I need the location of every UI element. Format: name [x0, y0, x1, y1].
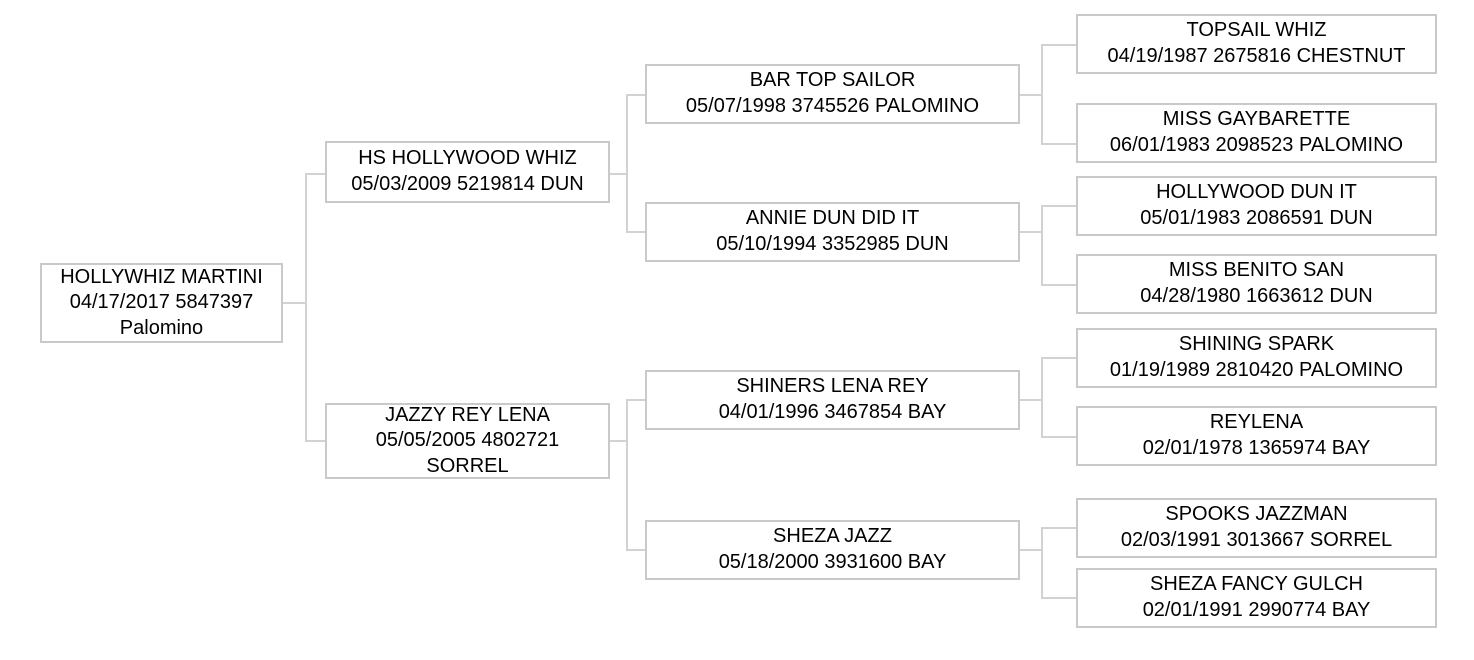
node-ds-dam[interactable]: REYLENA 02/01/1978 1365974 BAY — [1076, 406, 1437, 466]
connector-dd-stub — [1019, 549, 1041, 551]
node-sd-sire-name: HOLLYWOOD DUN IT — [1156, 181, 1357, 204]
node-sd-dam-name: MISS BENITO SAN — [1168, 259, 1345, 282]
node-dam-dam-name: SHEZA JAZZ — [773, 525, 892, 548]
node-ss-dam-detail: 06/01/1983 2098523 PALOMINO — [1109, 134, 1404, 156]
node-ds-sire-name: SHINING SPARK — [1178, 333, 1335, 356]
node-ds-sire[interactable]: SHINING SPARK 01/19/1989 2810420 PALOMIN… — [1076, 328, 1437, 388]
connector-dd-spine — [1041, 527, 1043, 597]
node-dam-name: JAZZY REY LENA — [385, 403, 550, 426]
connector-root-stub — [283, 302, 305, 304]
connector-ds-to-sire — [1041, 357, 1076, 359]
connector-root-to-dam — [305, 440, 325, 442]
connector-sire-to-ss — [626, 94, 645, 96]
node-sire-sire-name: BAR TOP SAILOR — [749, 69, 916, 92]
node-root[interactable]: HOLLYWHIZ MARTINI 04/17/2017 5847397 Pal… — [40, 263, 283, 343]
node-sire-name: HS HOLLYWOOD WHIZ — [358, 147, 577, 170]
node-dam-dam[interactable]: SHEZA JAZZ 05/18/2000 3931600 BAY — [645, 520, 1020, 580]
node-sd-sire[interactable]: HOLLYWOOD DUN IT 05/01/1983 2086591 DUN — [1076, 176, 1437, 236]
node-dd-dam[interactable]: SHEZA FANCY GULCH 02/01/1991 2990774 BAY — [1076, 568, 1437, 628]
node-ss-sire-detail: 04/19/1987 2675816 CHESTNUT — [1107, 45, 1406, 67]
node-dam-sire-name: SHINERS LENA REY — [736, 375, 929, 398]
node-sire-sire[interactable]: BAR TOP SAILOR 05/07/1998 3745526 PALOMI… — [645, 64, 1020, 124]
connector-ss-to-sire — [1041, 44, 1076, 46]
connector-root-to-sire — [305, 173, 325, 175]
node-root-color: Palomino — [119, 316, 204, 339]
connector-dam-to-dd — [626, 549, 645, 551]
connector-root-spine — [305, 173, 307, 441]
node-ss-dam-name: MISS GAYBARETTE — [1162, 108, 1351, 131]
node-root-detail: 04/17/2017 5847397 — [69, 291, 254, 314]
node-dd-sire-name: SPOOKS JAZZMAN — [1165, 503, 1348, 526]
node-dd-dam-name: SHEZA FANCY GULCH — [1149, 573, 1364, 596]
node-sire[interactable]: HS HOLLYWOOD WHIZ 05/03/2009 5219814 DUN — [325, 141, 610, 203]
connector-sd-to-sire — [1041, 205, 1076, 207]
node-dam-color: SORREL — [426, 454, 509, 477]
connector-sire-spine — [626, 94, 628, 232]
node-dam-sire[interactable]: SHINERS LENA REY 04/01/1996 3467854 BAY — [645, 370, 1020, 430]
connector-dam-stub — [610, 440, 626, 442]
node-ds-dam-name: REYLENA — [1209, 411, 1304, 434]
node-sire-detail: 05/03/2009 5219814 DUN — [351, 173, 584, 195]
node-dam-detail: 05/05/2005 4802721 — [375, 429, 560, 452]
node-ss-dam[interactable]: MISS GAYBARETTE 06/01/1983 2098523 PALOM… — [1076, 103, 1437, 163]
connector-sd-stub — [1019, 231, 1041, 233]
connector-ds-stub — [1019, 399, 1041, 401]
node-ss-sire-name: TOPSAIL WHIZ — [1186, 19, 1327, 42]
node-sire-dam[interactable]: ANNIE DUN DID IT 05/10/1994 3352985 DUN — [645, 202, 1020, 262]
node-sire-sire-detail: 05/07/1998 3745526 PALOMINO — [685, 95, 980, 117]
connector-ds-spine — [1041, 357, 1043, 436]
node-dam-dam-detail: 05/18/2000 3931600 BAY — [718, 551, 947, 573]
connector-dd-to-dam — [1041, 597, 1076, 599]
node-dd-dam-detail: 02/01/1991 2990774 BAY — [1142, 599, 1371, 621]
node-sd-dam[interactable]: MISS BENITO SAN 04/28/1980 1663612 DUN — [1076, 254, 1437, 314]
connector-dam-spine — [626, 399, 628, 549]
connector-dam-to-ds — [626, 399, 645, 401]
node-root-name: HOLLYWHIZ MARTINI — [60, 265, 263, 288]
node-sire-dam-name: ANNIE DUN DID IT — [745, 207, 920, 230]
node-dd-sire[interactable]: SPOOKS JAZZMAN 02/03/1991 3013667 SORREL — [1076, 498, 1437, 558]
node-dd-sire-detail: 02/03/1991 3013667 SORREL — [1120, 529, 1393, 551]
connector-sd-to-dam — [1041, 284, 1076, 286]
connector-ss-spine — [1041, 44, 1043, 144]
connector-ss-stub — [1019, 94, 1041, 96]
connector-dd-to-sire — [1041, 527, 1076, 529]
connector-sd-spine — [1041, 205, 1043, 284]
connector-sire-stub — [610, 173, 626, 175]
connector-ds-to-dam — [1041, 436, 1076, 438]
node-ss-sire[interactable]: TOPSAIL WHIZ 04/19/1987 2675816 CHESTNUT — [1076, 14, 1437, 74]
node-ds-sire-detail: 01/19/1989 2810420 PALOMINO — [1109, 359, 1404, 381]
node-dam[interactable]: JAZZY REY LENA 05/05/2005 4802721 SORREL — [325, 403, 610, 479]
connector-sire-to-sd — [626, 231, 645, 233]
node-sire-dam-detail: 05/10/1994 3352985 DUN — [716, 233, 949, 255]
node-sd-sire-detail: 05/01/1983 2086591 DUN — [1140, 207, 1373, 229]
connector-ss-to-dam — [1041, 143, 1076, 145]
node-ds-dam-detail: 02/01/1978 1365974 BAY — [1142, 437, 1371, 459]
node-sd-dam-detail: 04/28/1980 1663612 DUN — [1140, 285, 1373, 307]
node-dam-sire-detail: 04/01/1996 3467854 BAY — [718, 401, 947, 423]
